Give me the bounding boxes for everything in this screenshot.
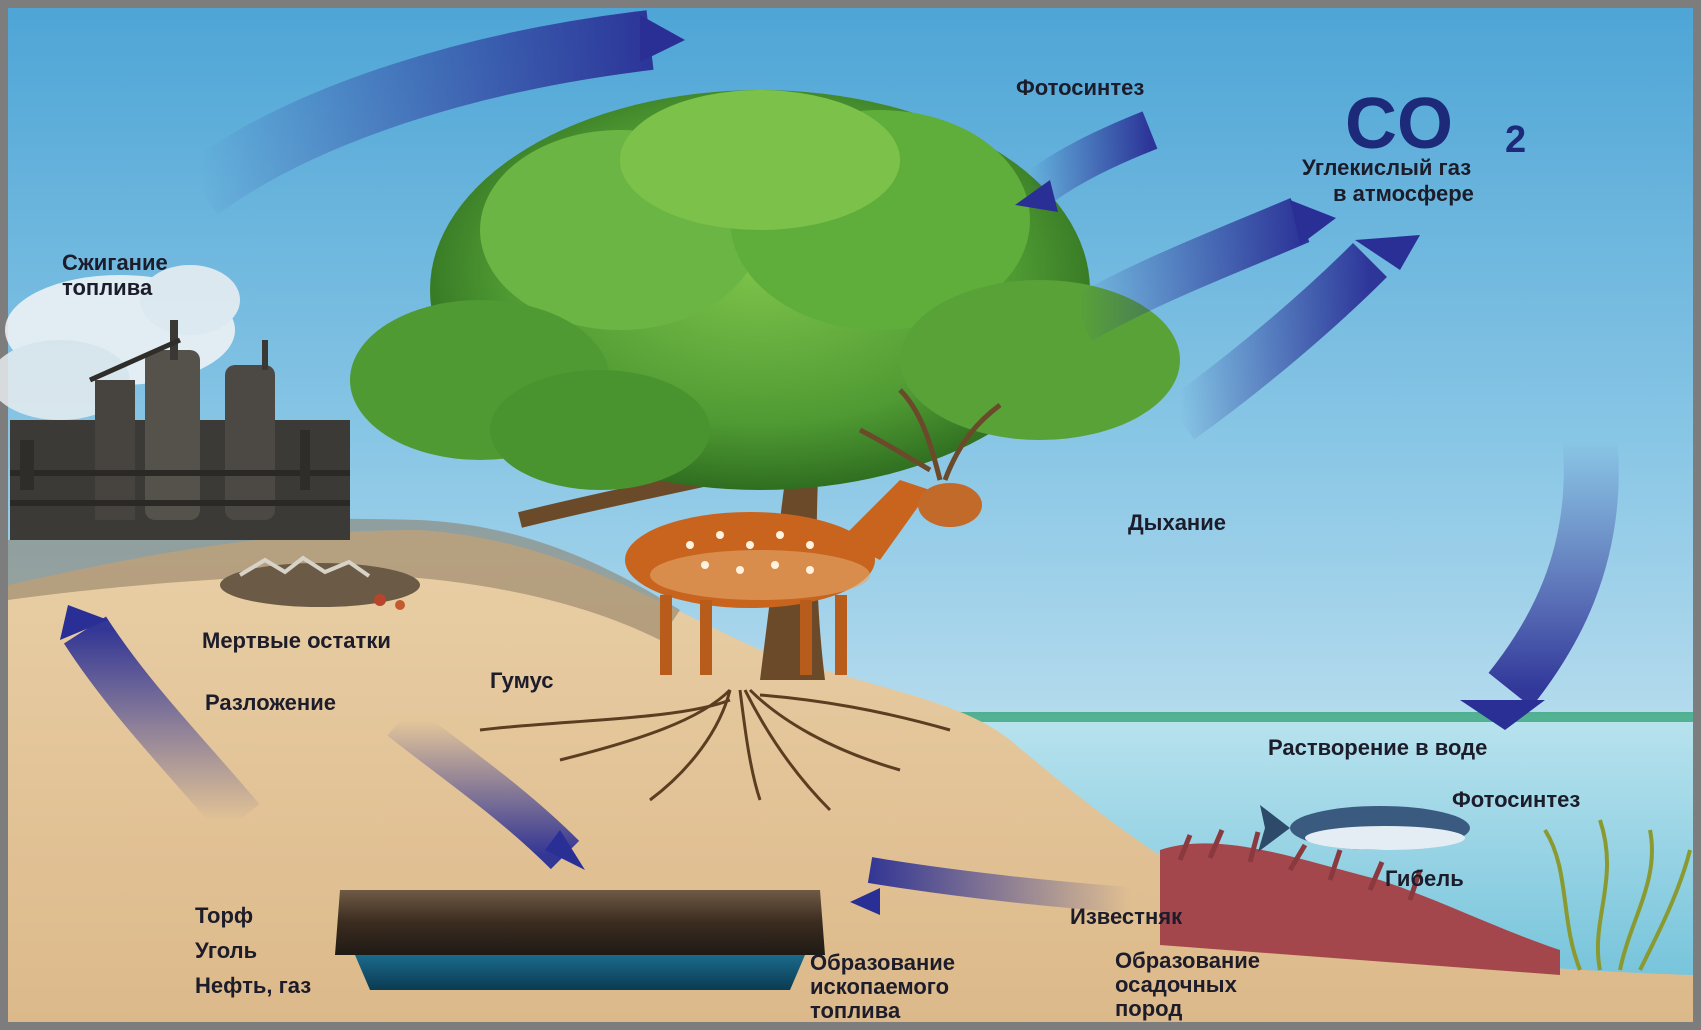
label-photosynthesis-sea: Фотосинтез: [1452, 787, 1580, 812]
label-sediment-line3: пород: [1115, 996, 1182, 1021]
label-coal: Уголь: [195, 938, 257, 963]
label-co2-subscript: 2: [1505, 119, 1526, 161]
label-dead-remains: Мертвые остатки: [202, 628, 391, 653]
label-burning-line2: топлива: [62, 275, 153, 300]
label-fossil-line2: ископаемого: [810, 974, 949, 999]
label-peat: Торф: [195, 903, 253, 928]
label-decomposition: Разложение: [205, 690, 336, 715]
label-respiration: Дыхание: [1128, 510, 1226, 535]
label-co2-line1: Углекислый газ: [1302, 155, 1471, 180]
label-co2-line2: в атмосфере: [1333, 181, 1474, 206]
label-dissolution: Растворение в воде: [1268, 735, 1487, 760]
label-fossil-line3: топлива: [810, 998, 901, 1023]
label-burning-line1: Сжигание: [62, 250, 168, 275]
label-fossil-line1: Образование: [810, 950, 955, 975]
label-oil-gas: Нефть, газ: [195, 973, 311, 998]
label-sediment-line1: Образование: [1115, 948, 1260, 973]
label-sediment-line2: осадочных: [1115, 972, 1238, 997]
label-death: Гибель: [1385, 866, 1464, 891]
label-co2: CO: [1345, 84, 1453, 164]
label-photosynthesis-top: Фотосинтез: [1016, 75, 1144, 100]
label-humus: Гумус: [490, 668, 554, 693]
label-limestone: Известняк: [1070, 904, 1183, 929]
fossil-layer-icon: [335, 890, 825, 990]
